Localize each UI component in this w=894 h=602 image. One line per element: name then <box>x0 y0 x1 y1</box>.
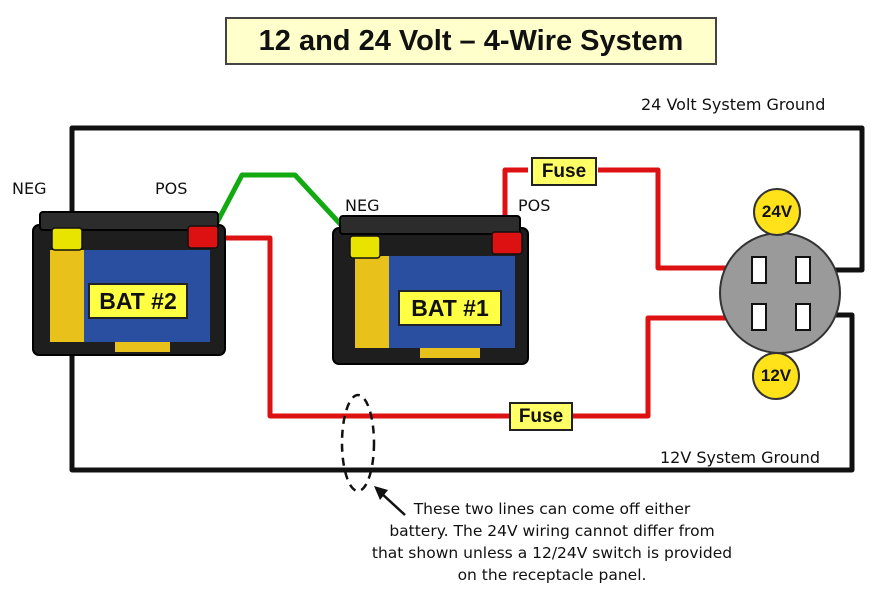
battery-1-label: BAT #1 <box>398 290 502 326</box>
note-line: battery. The 24V wiring cannot differ fr… <box>389 522 715 540</box>
bat2-neg-terminal <box>51 227 83 251</box>
ground-24v-label: 24 Volt System Ground <box>641 95 826 114</box>
fuse-24v: Fuse <box>531 157 597 186</box>
badge-12v: 12V <box>752 352 800 400</box>
series-link-wire <box>209 172 357 242</box>
receptacle-pin <box>751 303 767 331</box>
ground-12v-label: 12V System Ground <box>660 448 820 467</box>
battery-2-label: BAT #2 <box>88 283 188 319</box>
wiring-note: These two lines can come off either batt… <box>352 498 752 586</box>
highlight-ellipse <box>340 393 376 493</box>
bat1-pos-label: POS <box>518 196 551 215</box>
positive-wire-12v-out <box>573 315 752 419</box>
fuse-12v: Fuse <box>509 402 573 431</box>
positive-wire-12v <box>215 235 510 419</box>
note-line: on the receptacle panel. <box>457 566 647 584</box>
ground-wire-24v <box>69 125 865 273</box>
diagram-title: 12 and 24 Volt – 4-Wire System <box>225 17 717 65</box>
bat1-neg-terminal <box>349 235 381 259</box>
bat2-neg-label: NEG <box>12 179 47 198</box>
receptacle <box>719 232 841 354</box>
receptacle-pin <box>795 256 811 284</box>
receptacle-pin <box>751 256 767 284</box>
note-arrow <box>379 491 406 516</box>
bat1-pos-terminal <box>491 231 523 255</box>
receptacle-pin <box>795 303 811 331</box>
battery-2 <box>32 211 226 356</box>
bat1-neg-label: NEG <box>345 196 380 215</box>
bat2-pos-label: POS <box>155 179 188 198</box>
arrow-head-icon <box>374 486 388 500</box>
positive-wire-24v-out <box>598 167 752 271</box>
note-line: that shown unless a 12/24V switch is pro… <box>371 544 733 562</box>
badge-24v: 24V <box>753 188 801 236</box>
note-line: These two lines can come off either <box>413 500 691 518</box>
bat2-pos-terminal <box>187 225 219 249</box>
